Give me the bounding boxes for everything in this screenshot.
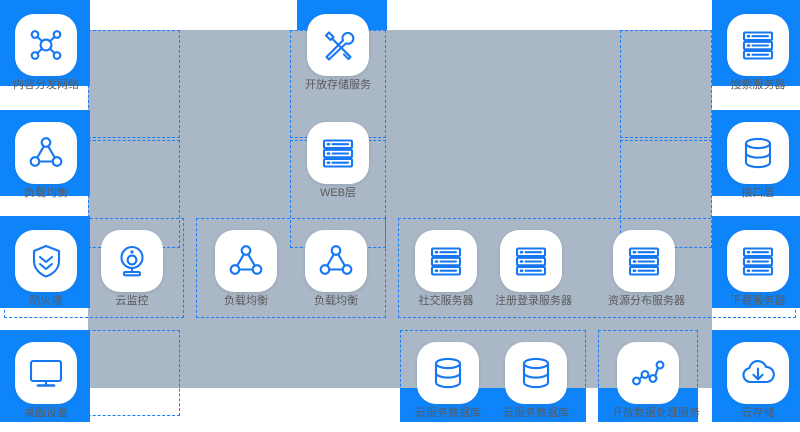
node-odps[interactable]: 开放数据处理服务 [612, 342, 700, 420]
node-web-layer[interactable]: WEB层 [302, 122, 374, 200]
node-cloud-db-a[interactable]: 云服务数据库 [412, 342, 484, 420]
node-firewall[interactable]: 防火墙 [10, 230, 82, 308]
node-search-server[interactable]: 搜索服务器 [722, 14, 794, 92]
node-label-cloud-monitor: 云监控 [115, 295, 149, 307]
node-label-odps: 开放数据处理服务 [612, 407, 700, 419]
node-label-auth-server: 注册登录服务器 [495, 295, 572, 307]
node-label-firewall: 防火墙 [29, 295, 63, 307]
data-graph-icon [629, 354, 667, 392]
node-label-load-balancer-a: 负载均衡 [224, 295, 268, 307]
node-label-open-storage: 开放存储服务 [305, 79, 371, 91]
load-balancer-icon [27, 134, 65, 172]
node-label-load-balancer-b: 负载均衡 [314, 295, 358, 307]
node-tile-cloud-storage[interactable] [727, 342, 789, 404]
node-cloud-monitor[interactable]: 云监控 [96, 230, 168, 308]
node-tile-auth-server[interactable] [500, 230, 562, 292]
cdn-network-icon [27, 26, 65, 64]
desktop-monitor-icon [27, 354, 65, 392]
node-interface-layer[interactable]: 接口层 [722, 122, 794, 200]
node-tile-cloud-db-b[interactable] [505, 342, 567, 404]
node-tile-desktop-device[interactable] [15, 342, 77, 404]
node-tile-load-balancer-a[interactable] [215, 230, 277, 292]
server-rack-icon [739, 242, 777, 280]
node-desktop-device[interactable]: 桌面设备 [10, 342, 82, 420]
server-rack-icon [512, 242, 550, 280]
node-tile-search-server[interactable] [727, 14, 789, 76]
backdrop-gray-panel [88, 30, 712, 388]
node-label-cloud-storage: 云存储 [741, 407, 775, 419]
server-rack-icon [625, 242, 663, 280]
node-load-balancer-top[interactable]: 负载均衡 [10, 122, 82, 200]
node-tile-resource-server[interactable] [613, 230, 675, 292]
shield-firewall-icon [27, 242, 65, 280]
node-tile-cloud-db-a[interactable] [417, 342, 479, 404]
node-resource-server[interactable]: 资源分布服务器 [608, 230, 685, 308]
load-balancer-icon [227, 242, 265, 280]
node-tile-cloud-monitor[interactable] [101, 230, 163, 292]
group-app-servers [398, 218, 796, 318]
database-cylinder-icon [429, 354, 467, 392]
node-label-search-server: 搜索服务器 [730, 79, 786, 91]
server-rack-icon [427, 242, 465, 280]
node-tile-cdn[interactable] [15, 14, 77, 76]
node-tile-load-balancer-top[interactable] [15, 122, 77, 184]
group-cloud-db [400, 330, 586, 416]
node-load-balancer-b[interactable]: 负载均衡 [300, 230, 372, 308]
database-cylinder-icon [517, 354, 555, 392]
node-open-storage[interactable]: 开放存储服务 [302, 14, 374, 92]
node-tile-firewall[interactable] [15, 230, 77, 292]
node-label-social-server: 社交服务器 [418, 295, 474, 307]
node-label-download-server: 下载服务器 [730, 295, 786, 307]
node-download-server[interactable]: 下载服务器 [722, 230, 794, 308]
group-odps [598, 330, 698, 416]
group-cdn [88, 30, 180, 138]
node-tile-download-server[interactable] [727, 230, 789, 292]
node-tile-load-balancer-b[interactable] [305, 230, 367, 292]
node-cdn[interactable]: 内容分发网络 [10, 14, 82, 92]
load-balancer-icon [317, 242, 355, 280]
group-load-balancers [196, 218, 386, 318]
node-load-balancer-a[interactable]: 负载均衡 [210, 230, 282, 308]
group-search-server [620, 30, 712, 138]
server-rack-icon [319, 134, 357, 172]
node-social-server[interactable]: 社交服务器 [410, 230, 482, 308]
node-label-load-balancer-top: 负载均衡 [24, 187, 68, 199]
node-tile-interface-layer[interactable] [727, 122, 789, 184]
node-auth-server[interactable]: 注册登录服务器 [495, 230, 572, 308]
node-label-cloud-db-b: 云服务数据库 [503, 407, 569, 419]
node-label-web-layer: WEB层 [319, 187, 357, 199]
node-label-interface-layer: 接口层 [741, 187, 775, 199]
node-tile-web-layer[interactable] [307, 122, 369, 184]
server-rack-icon [739, 26, 777, 64]
group-security [4, 218, 184, 318]
node-tile-open-storage[interactable] [307, 14, 369, 76]
node-label-resource-server: 资源分布服务器 [608, 295, 685, 307]
database-cylinder-icon [739, 134, 777, 172]
cloud-download-icon [739, 354, 777, 392]
node-cloud-storage[interactable]: 云存储 [722, 342, 794, 420]
node-label-cloud-db-a: 云服务数据库 [415, 407, 481, 419]
node-cloud-db-b[interactable]: 云服务数据库 [500, 342, 572, 420]
node-label-cdn: 内容分发网络 [13, 79, 79, 91]
camera-monitor-icon [113, 242, 151, 280]
node-tile-social-server[interactable] [415, 230, 477, 292]
tools-wrench-icon [319, 26, 357, 64]
node-tile-odps[interactable] [617, 342, 679, 404]
node-label-desktop-device: 桌面设备 [24, 407, 68, 419]
